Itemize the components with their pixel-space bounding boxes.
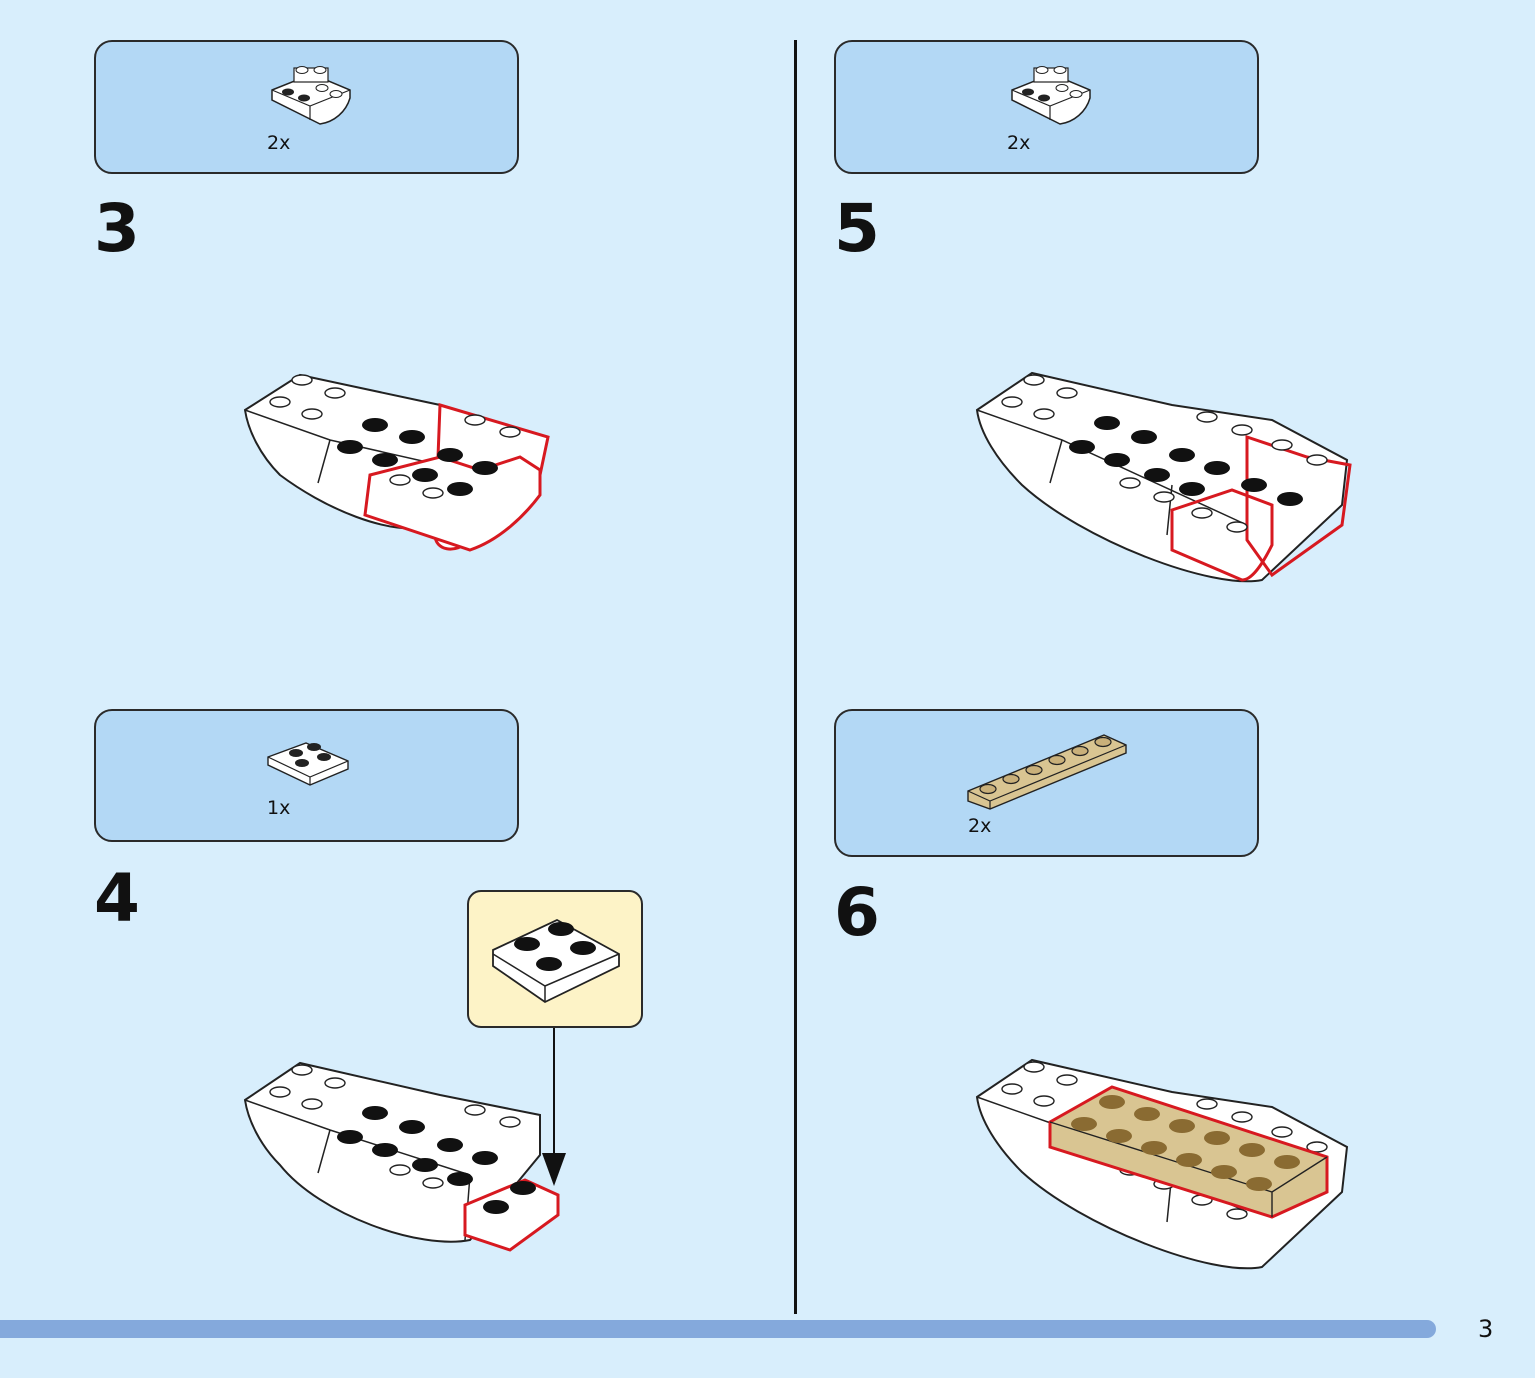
white-inverted-slope-brick-icon <box>1011 66 1091 125</box>
step-5-assembly-image <box>975 371 1352 583</box>
step-4-parts-box: 1x <box>94 709 519 842</box>
step-3-parts-box: 2x <box>94 40 519 174</box>
step-3-number: 3 <box>94 190 140 267</box>
step-4-callout <box>467 890 643 1028</box>
step-4-number: 4 <box>94 860 140 937</box>
page-progress-bar <box>0 1320 1436 1338</box>
step-6-parts-box: 2x <box>834 709 1259 857</box>
page-number: 3 <box>1478 1315 1494 1343</box>
column-divider <box>794 40 797 1314</box>
tan-1x6-plate-icon <box>967 734 1127 810</box>
step-4-part-qty: 1x <box>267 797 291 819</box>
white-2x2-plate-icon <box>267 742 349 786</box>
step-6-part-qty: 2x <box>968 815 992 837</box>
step-5-part-qty: 2x <box>1007 132 1031 154</box>
step-6-assembly-image <box>975 1058 1349 1270</box>
step-4-assembly-image <box>243 1061 560 1252</box>
step-5-parts-box: 2x <box>834 40 1259 174</box>
step-6-number: 6 <box>834 874 880 951</box>
white-inverted-slope-brick-icon <box>271 66 351 125</box>
step-4-arrow <box>542 1028 566 1186</box>
step-3-assembly-image <box>243 373 550 552</box>
white-2x2-plate-callout-icon <box>492 918 620 1004</box>
step-3-part-qty: 2x <box>267 132 291 154</box>
step-5-number: 5 <box>834 190 880 267</box>
